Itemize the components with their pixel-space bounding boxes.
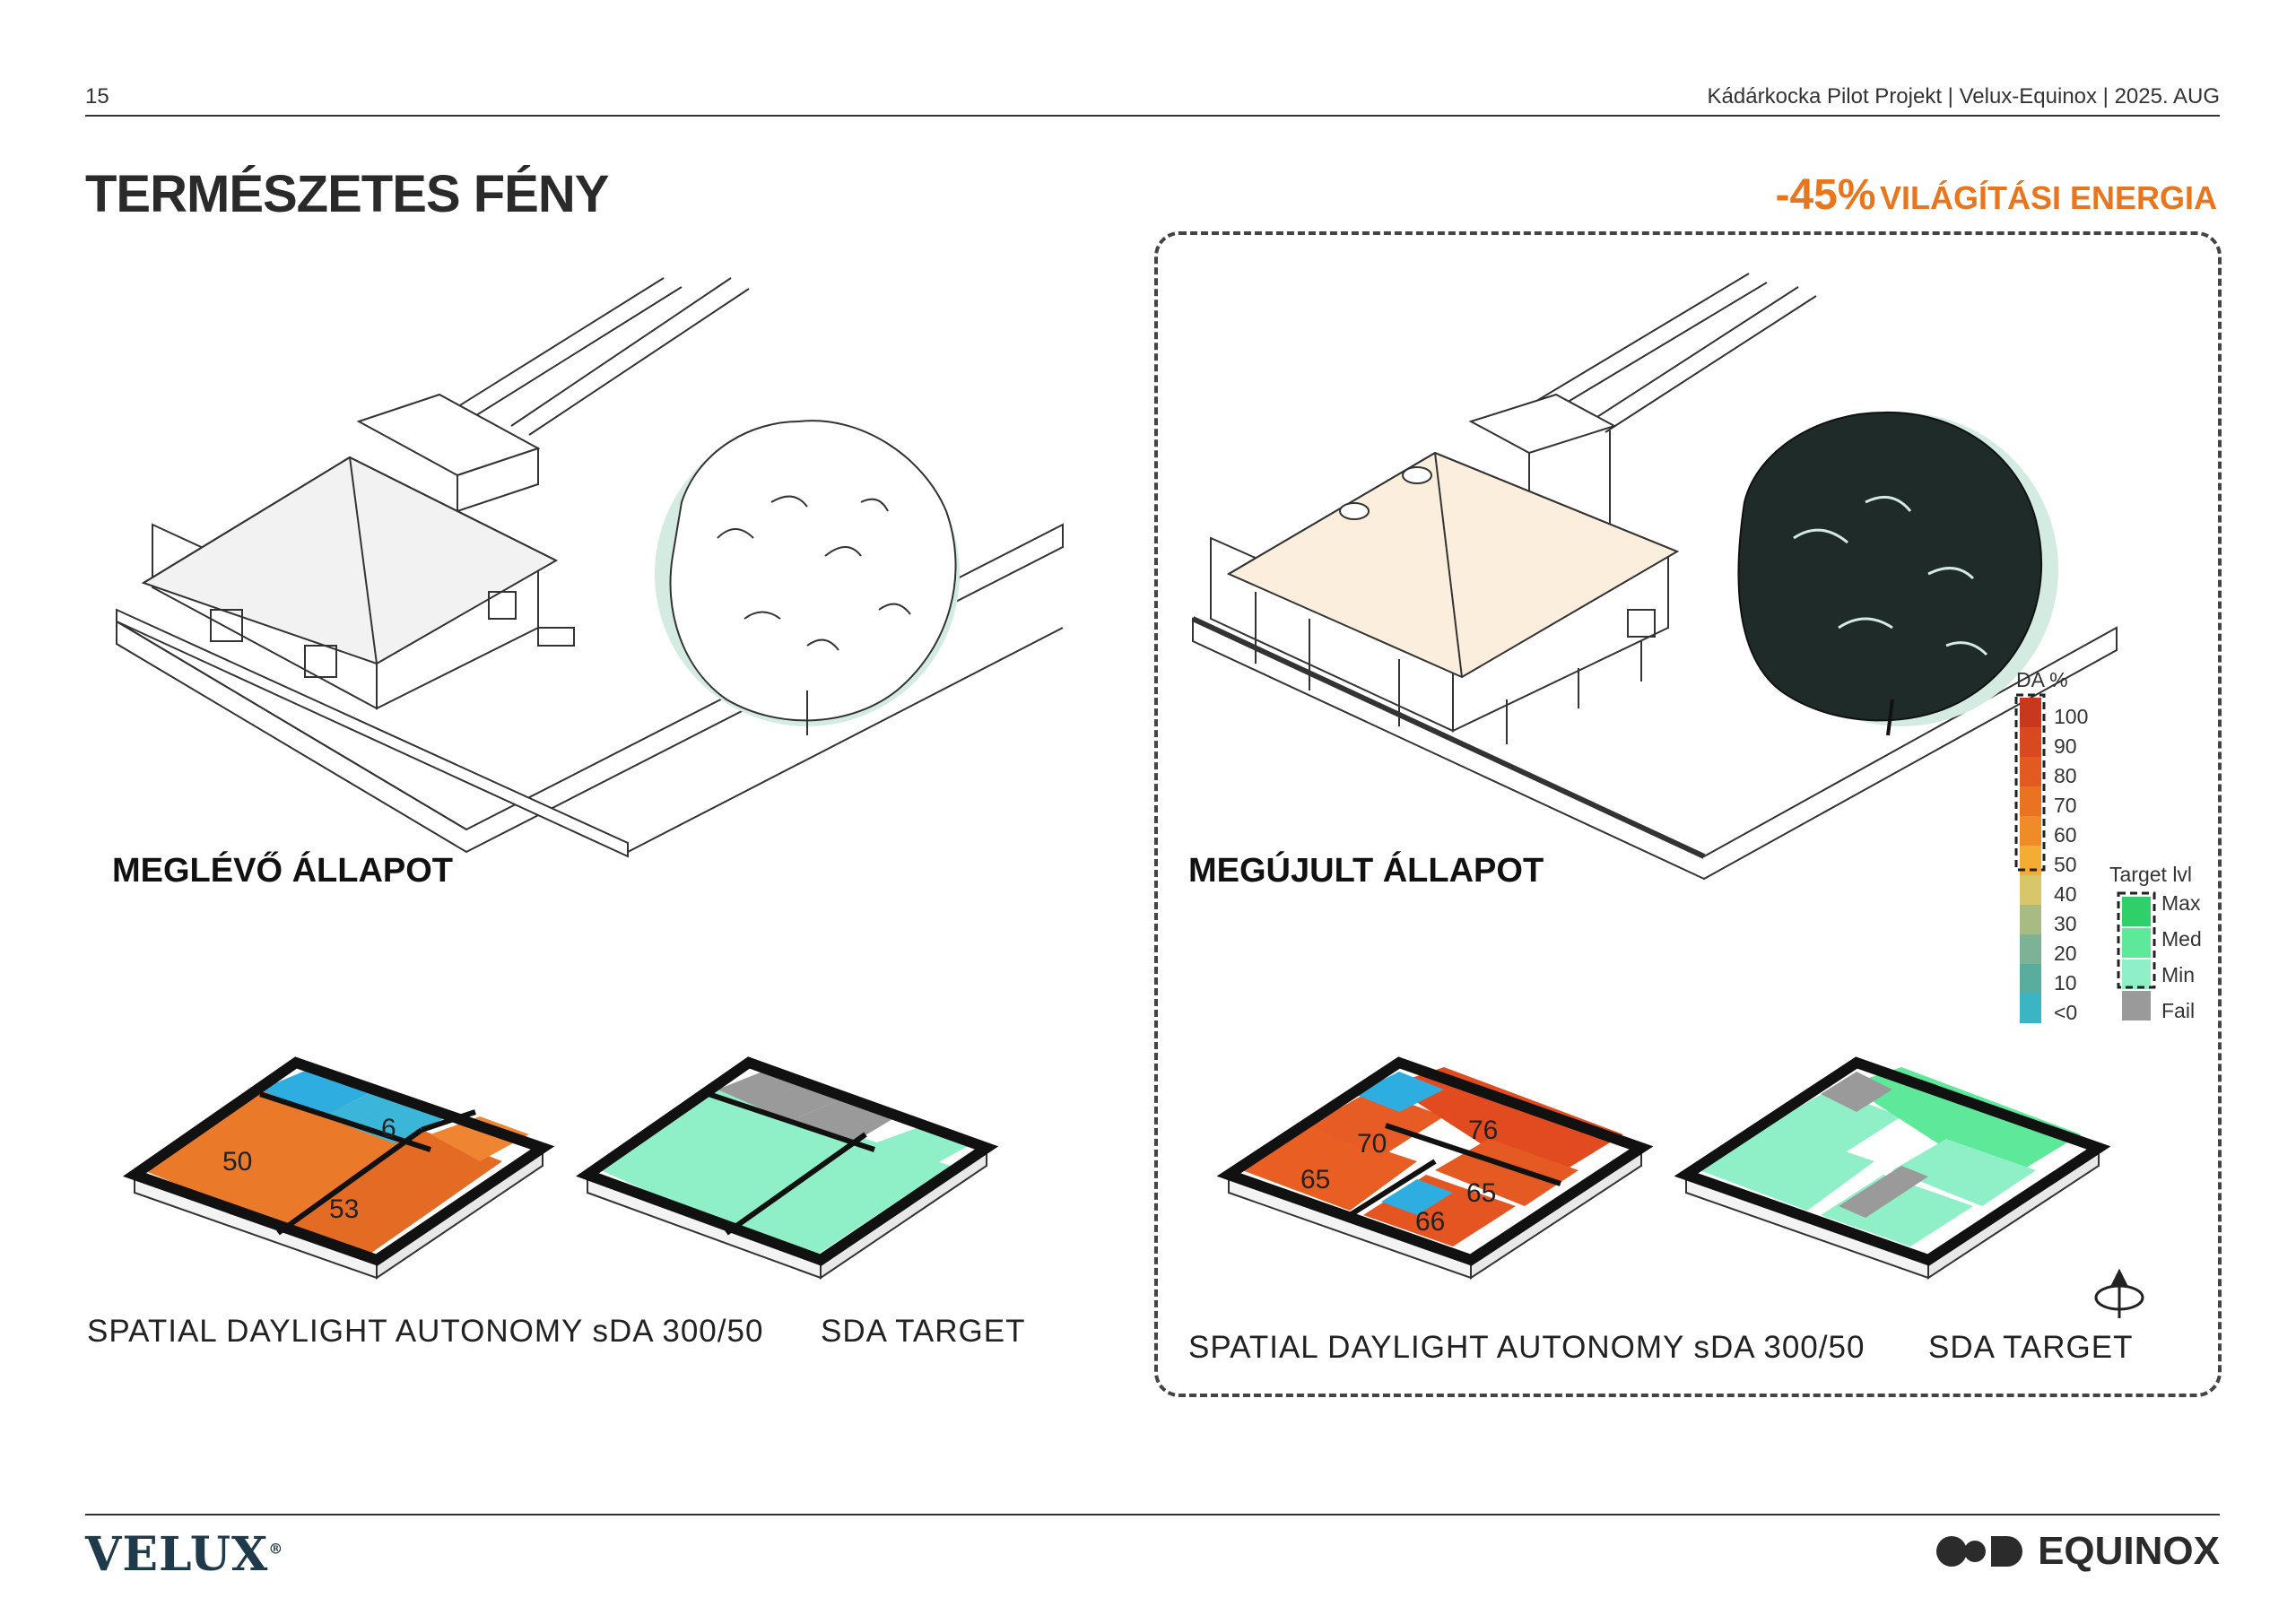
da-label: 80 bbox=[2054, 764, 2077, 787]
room-value: 6 bbox=[381, 1114, 396, 1143]
room-value: 76 bbox=[1468, 1116, 1498, 1145]
energy-badge: -45% VILÁGÍTÁSI ENERGIA bbox=[1775, 170, 2217, 220]
north-arrow-icon bbox=[2094, 1268, 2144, 1318]
da-label: 70 bbox=[2054, 794, 2077, 817]
renovated-house-illustration bbox=[1191, 273, 2118, 881]
existing-sda-plan bbox=[122, 1056, 555, 1280]
room-value: 50 bbox=[222, 1147, 252, 1177]
existing-sda-caption: SPATIAL DAYLIGHT AUTONOMY sDA 300/50 bbox=[87, 1314, 764, 1349]
da-legend-swatch bbox=[2020, 757, 2041, 786]
badge-text: VILÁGÍTÁSI ENERGIA bbox=[1879, 179, 2217, 216]
renovated-sda-caption: SPATIAL DAYLIGHT AUTONOMY sDA 300/50 bbox=[1188, 1330, 1866, 1365]
da-label: 90 bbox=[2054, 734, 2077, 758]
equinox-logo-text: EQUINOX bbox=[2038, 1529, 2220, 1573]
existing-state-label: MEGLÉVŐ ÁLLAPOT bbox=[112, 852, 453, 890]
page-title: TERMÉSZETES FÉNY bbox=[85, 165, 609, 223]
da-label: <0 bbox=[2054, 1001, 2078, 1024]
velux-logo: VELUX® bbox=[85, 1527, 284, 1582]
target-legend-outline bbox=[2117, 891, 2156, 989]
da-legend-bar bbox=[2020, 698, 2041, 1023]
room-value: 65 bbox=[1300, 1165, 1330, 1194]
velux-logo-text: VELUX bbox=[85, 1527, 269, 1582]
da-label: 10 bbox=[2054, 971, 2077, 994]
existing-target-plan bbox=[576, 1056, 999, 1280]
renovated-panel-frame bbox=[1154, 231, 2222, 1397]
da-legend-swatch bbox=[2020, 786, 2041, 816]
target-legend-swatch bbox=[2122, 897, 2151, 926]
da-legend-swatch bbox=[2020, 994, 2041, 1023]
renovated-target-caption: SDA TARGET bbox=[1928, 1330, 2134, 1365]
da-label: 100 bbox=[2054, 705, 2089, 728]
target-label: Med bbox=[2161, 927, 2202, 951]
da-legend-swatch bbox=[2020, 905, 2041, 934]
target-legend-swatch bbox=[2122, 928, 2151, 958]
da-label: 20 bbox=[2054, 942, 2077, 965]
existing-target-caption: SDA TARGET bbox=[821, 1314, 1026, 1349]
da-legend-swatch bbox=[2020, 698, 2041, 727]
da-legend-swatch bbox=[2020, 816, 2041, 846]
equinox-mark-icon bbox=[1936, 1536, 2023, 1567]
badge-percent: -45% bbox=[1775, 171, 1876, 219]
room-value: 70 bbox=[1357, 1129, 1387, 1159]
page-number: 15 bbox=[85, 84, 109, 109]
existing-house-illustration bbox=[116, 277, 1064, 858]
project-line: Kádárkocka Pilot Projekt | Velux-Equinox… bbox=[1707, 84, 2220, 109]
room-value: 65 bbox=[1466, 1178, 1496, 1208]
target-label: Fail bbox=[2161, 999, 2196, 1022]
footer-divider bbox=[85, 1514, 2220, 1515]
renovated-sda-plan bbox=[1216, 1056, 1654, 1280]
da-label: 30 bbox=[2054, 912, 2077, 935]
da-label: 40 bbox=[2054, 882, 2077, 906]
da-legend-swatch bbox=[2020, 875, 2041, 905]
target-legend-labels: Max Med Min Fail bbox=[2161, 891, 2202, 1035]
room-value: 53 bbox=[329, 1194, 359, 1224]
da-legend-title: DA % bbox=[2016, 668, 2068, 691]
target-legend-swatch bbox=[2122, 991, 2151, 1020]
da-legend-swatch bbox=[2020, 727, 2041, 757]
renovated-target-plan bbox=[1674, 1056, 2111, 1280]
da-legend-labels: 100 90 80 70 60 50 40 30 20 10 <0 bbox=[2054, 705, 2088, 1030]
target-label: Max bbox=[2161, 891, 2201, 915]
da-label: 60 bbox=[2054, 823, 2077, 847]
da-legend-swatch bbox=[2020, 964, 2041, 994]
renovated-state-label: MEGÚJULT ÁLLAPOT bbox=[1188, 852, 1544, 890]
target-legend-swatch bbox=[2122, 960, 2151, 989]
target-label: Min bbox=[2161, 963, 2196, 986]
room-value: 66 bbox=[1415, 1207, 1445, 1237]
da-legend-target-outline bbox=[2014, 693, 2046, 872]
da-legend-swatch bbox=[2020, 934, 2041, 964]
da-label: 50 bbox=[2054, 853, 2077, 876]
target-legend-title: Target lvl bbox=[2109, 863, 2193, 886]
header-divider bbox=[85, 115, 2220, 117]
equinox-logo: EQUINOX bbox=[1935, 1529, 2220, 1574]
target-legend-bar bbox=[2122, 897, 2151, 1020]
